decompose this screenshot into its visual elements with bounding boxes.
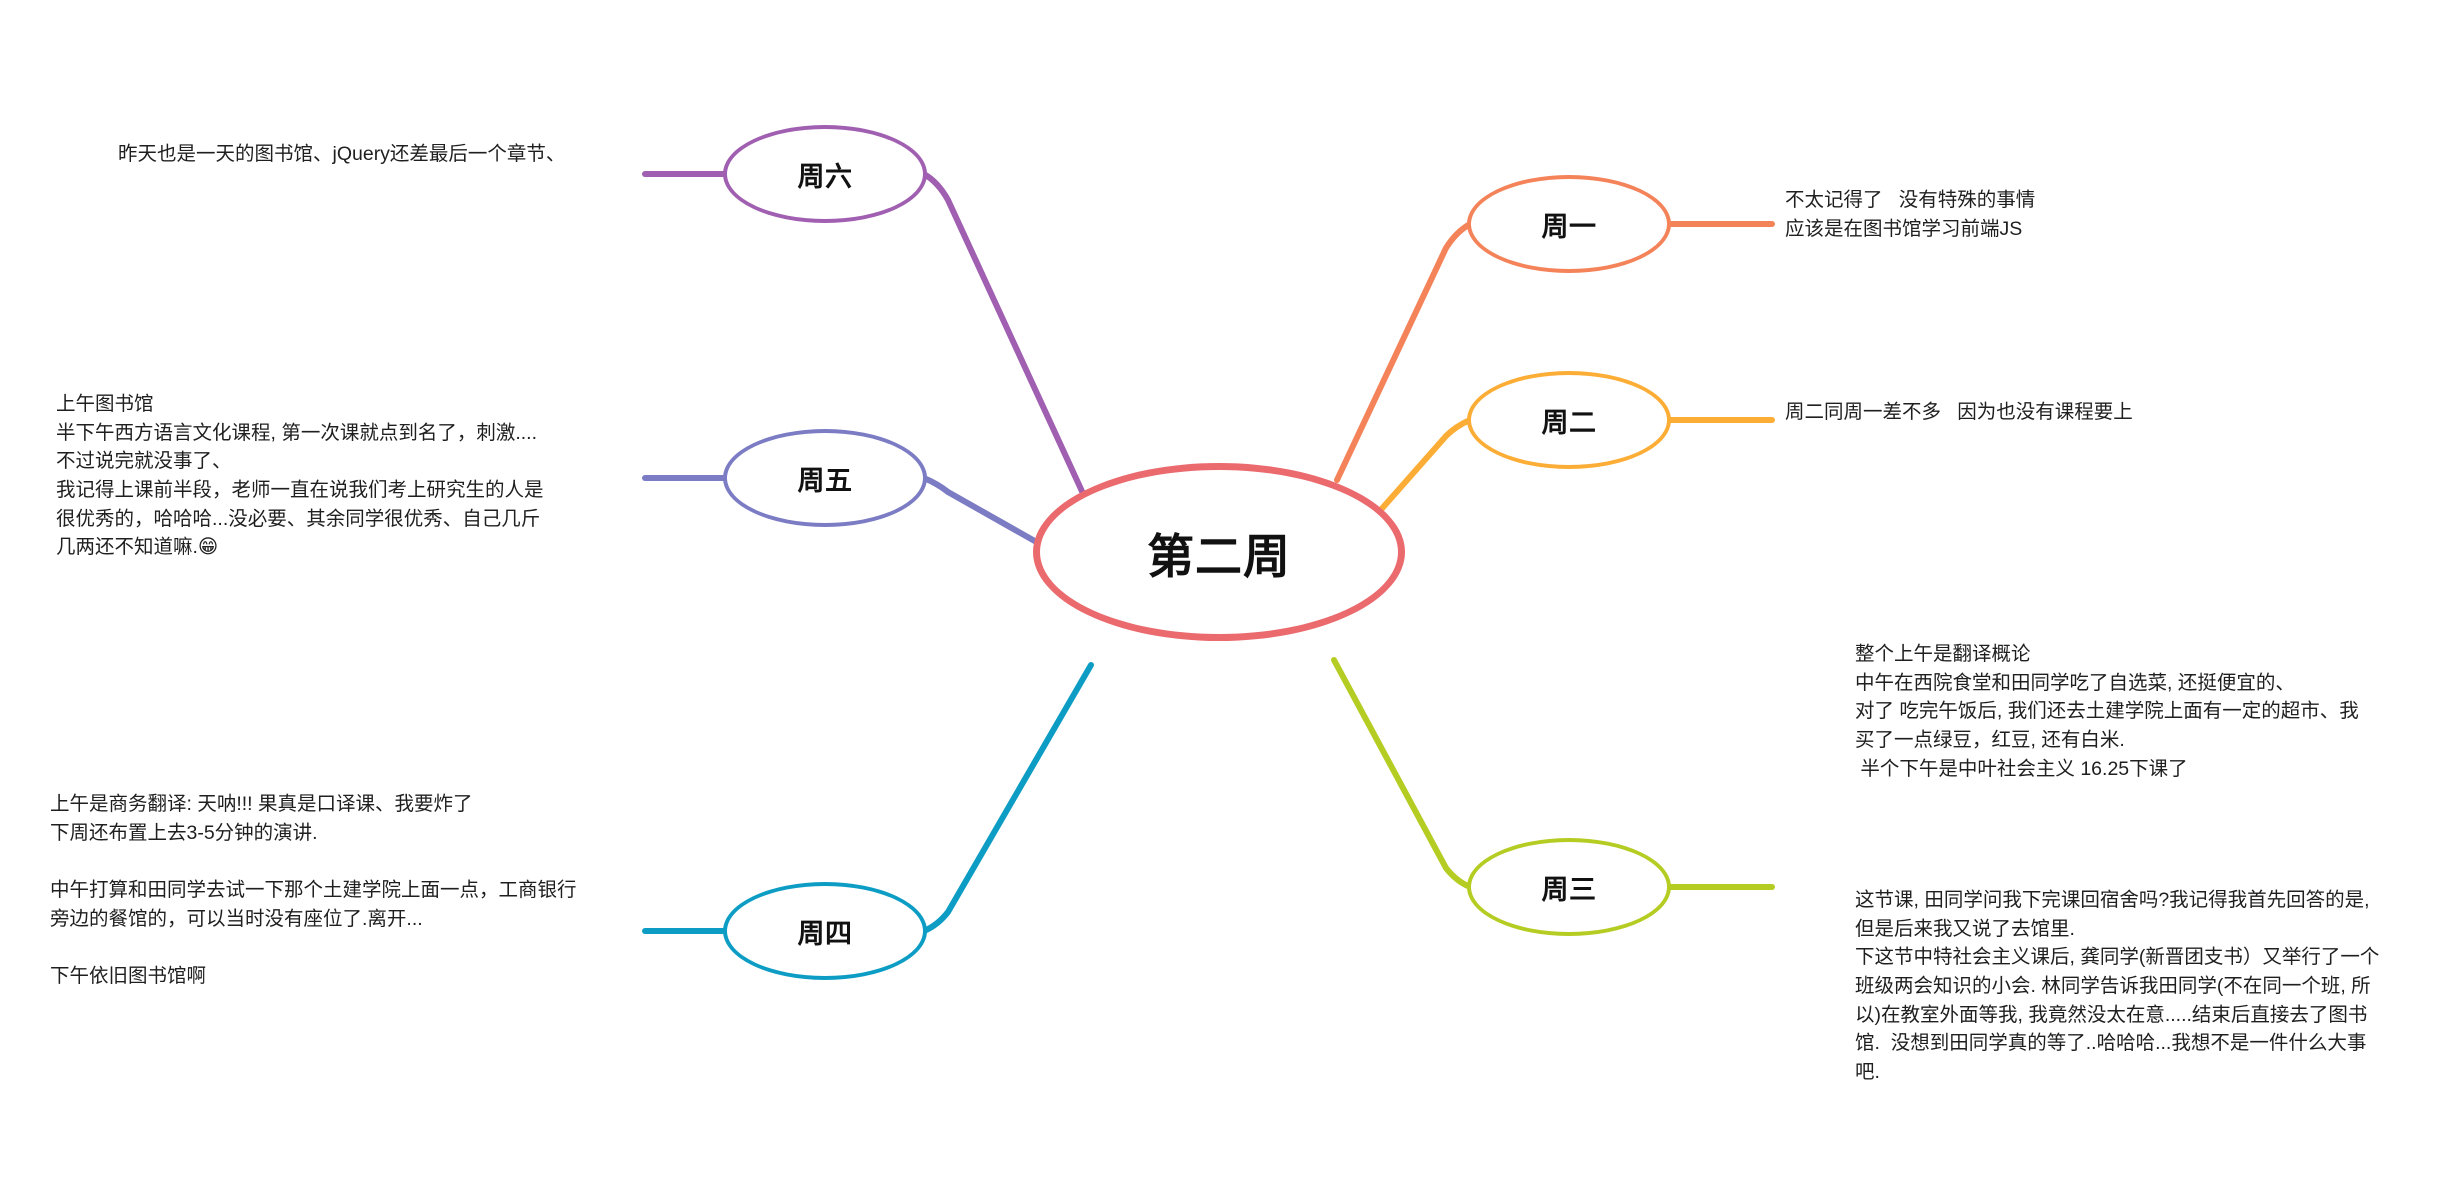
- node-monday-label: 周一: [1541, 211, 1597, 242]
- node-wednesday[interactable]: 周三: [1467, 838, 1671, 936]
- node-tuesday[interactable]: 周二: [1467, 371, 1671, 469]
- notes-wednesday-lower: 这节课, 田同学问我下完课回宿舍吗?我记得我首先回答的是, 但是后来我又说了去馆…: [1855, 889, 2380, 1083]
- node-friday-label: 周五: [797, 465, 853, 496]
- connector-sat: [921, 171, 1089, 503]
- node-root-label: 第二周: [1147, 529, 1291, 583]
- notes-tuesday: 周二同周一差不多 因为也没有课程要上: [1785, 401, 2133, 423]
- node-thursday[interactable]: 周四: [723, 882, 927, 980]
- notes-saturday: 昨天也是一天的图书馆、jQuery还差最后一个章节、: [118, 143, 566, 165]
- node-saturday-label: 周六: [797, 161, 853, 192]
- node-root[interactable]: 第二周: [1033, 463, 1405, 641]
- notes-monday: 不太记得了 没有特殊的事情 应该是在图书馆学习前端JS: [1785, 189, 2036, 240]
- node-friday[interactable]: 周五: [723, 429, 927, 527]
- node-wednesday-label: 周三: [1541, 874, 1597, 905]
- connector-mon: [1334, 221, 1473, 483]
- notes-wednesday-upper: 整个上午是翻译概论 中午在西院食堂和田同学吃了自选菜, 还挺便宜的、 对了 吃完…: [1855, 643, 2359, 780]
- connector-thu: [921, 662, 1094, 934]
- node-monday[interactable]: 周一: [1467, 175, 1671, 273]
- node-saturday[interactable]: 周六: [723, 125, 927, 223]
- node-tuesday-label: 周二: [1541, 407, 1597, 438]
- connector-tue: [1375, 417, 1473, 516]
- notes-thursday: 上午是商务翻译: 天呐!!! 果真是口译课、我要炸了 下周还布置上去3-5分钟的…: [50, 793, 577, 987]
- node-thursday-label: 周四: [797, 918, 853, 949]
- notes-friday: 上午图书馆 半下午西方语言文化课程, 第一次课就点到名了，刺激.... 不过说完…: [56, 393, 544, 559]
- connector-wed: [1331, 657, 1473, 890]
